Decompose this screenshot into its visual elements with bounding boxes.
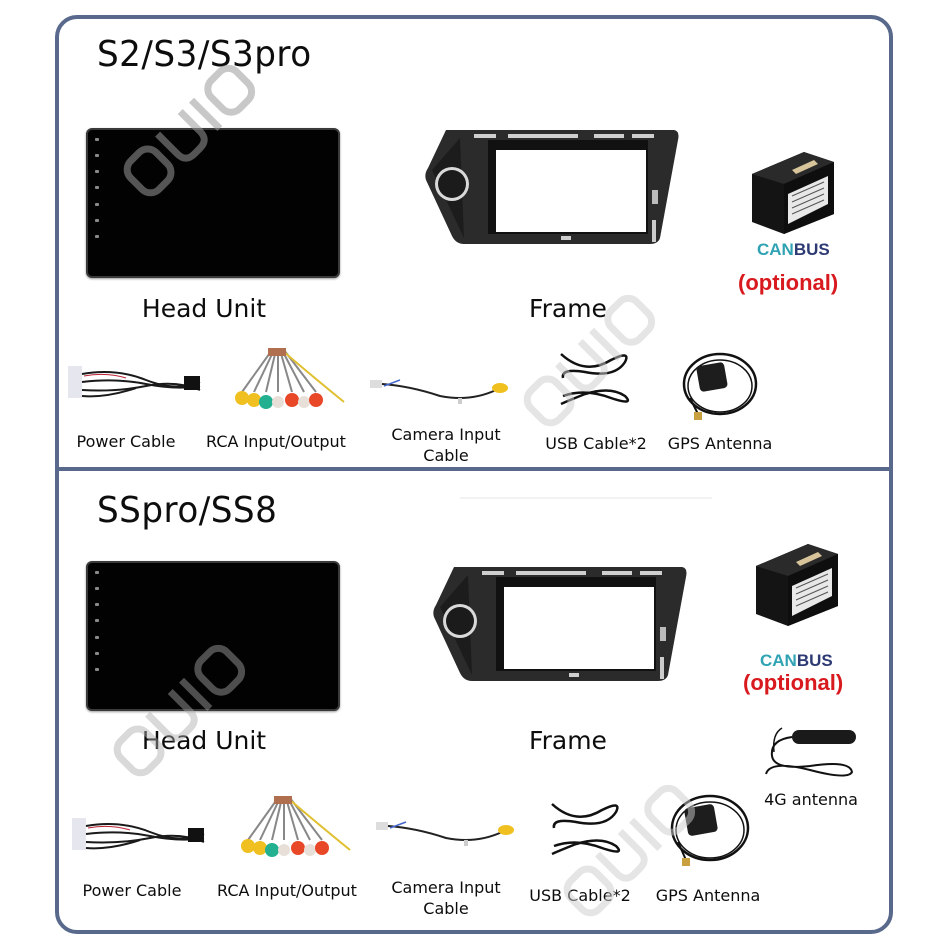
accessory-label: Camera Input Cable — [391, 425, 501, 465]
camera-cable-icon — [370, 379, 508, 404]
gps-antenna-icon — [682, 352, 758, 420]
power-cable-icon — [68, 366, 201, 398]
accessory-label: Camera Input Cable — [391, 878, 501, 918]
canbus-decoder-image — [752, 152, 834, 234]
rca-cable-icon — [241, 796, 351, 857]
accessory-label: GPS Antenna — [667, 434, 773, 453]
camera-cable-icon — [376, 821, 514, 846]
accessory-label: RCA Input/Output — [206, 432, 346, 451]
head-unit-image — [86, 561, 340, 711]
usb-cable-icon — [560, 353, 630, 406]
head-unit-image — [86, 128, 340, 278]
accessory-label: GPS Antenna — [655, 886, 761, 905]
power-cable-icon — [72, 818, 205, 850]
canbus-decoder-image — [756, 544, 838, 626]
frame-label: Frame — [529, 726, 607, 755]
canbus-label: CANBUS — [760, 651, 833, 670]
gps-antenna-icon — [670, 794, 750, 866]
frame-image — [425, 130, 679, 244]
accessory-label: Power Cable — [76, 432, 176, 451]
side-buttons — [93, 571, 101, 671]
head-unit-label: Head Unit — [141, 726, 267, 755]
4g-antenna-icon — [765, 727, 856, 777]
optional-label: (optional) — [743, 670, 844, 695]
optional-label: (optional) — [738, 270, 839, 295]
frame-label: Frame — [529, 294, 607, 323]
frame-image — [433, 567, 687, 681]
canbus-label: CANBUS — [757, 240, 830, 259]
usb-cable-icon — [551, 803, 621, 856]
rca-cable-icon — [235, 348, 345, 409]
section-divider — [55, 467, 893, 471]
head-unit-label: Head Unit — [141, 294, 267, 323]
accessory-label: RCA Input/Output — [217, 881, 357, 900]
faint-line — [460, 497, 712, 499]
accessory-label: Power Cable — [82, 881, 182, 900]
section-title: S2/S3/S3pro — [97, 34, 312, 75]
accessory-label: USB Cable*2 — [545, 434, 647, 453]
section-title: SSpro/SS8 — [97, 490, 278, 531]
4g-antenna-label: 4G antenna — [764, 790, 858, 809]
side-buttons — [93, 138, 101, 238]
accessory-label: USB Cable*2 — [529, 886, 631, 905]
